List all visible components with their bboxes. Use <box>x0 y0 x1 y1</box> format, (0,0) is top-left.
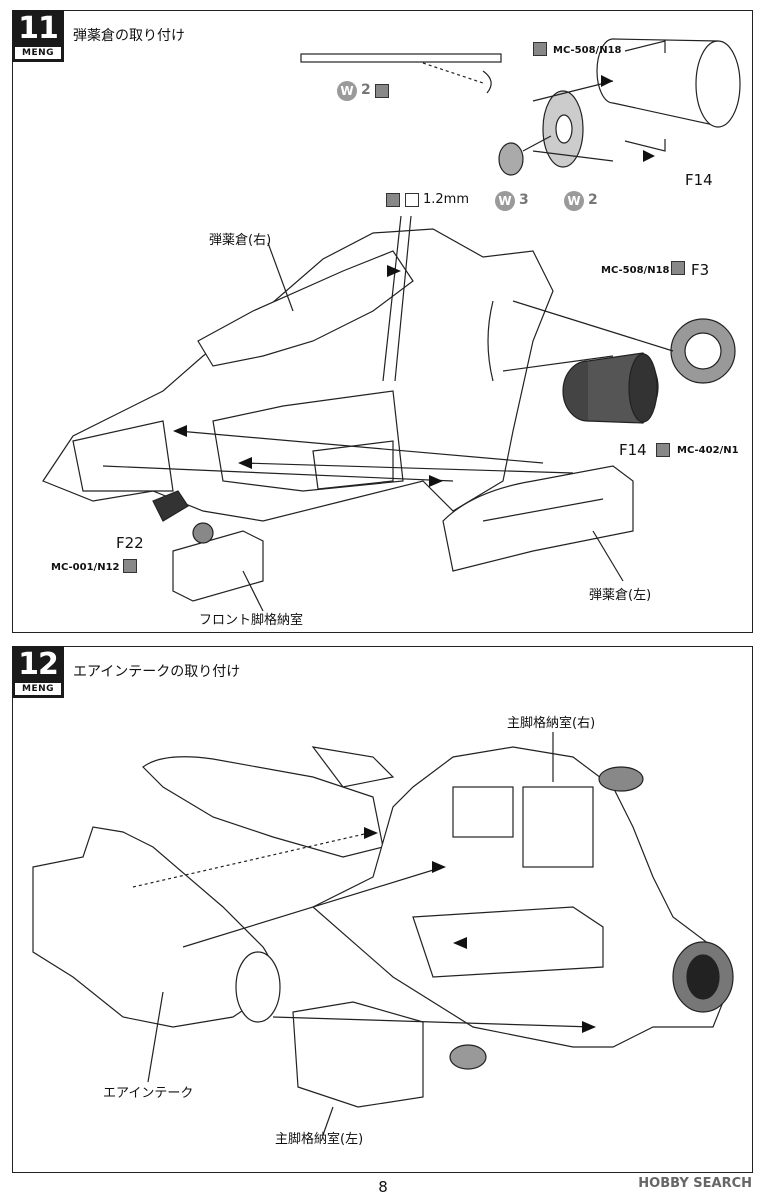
label-front-gear-bay: フロント脚格納室 <box>199 613 304 628</box>
weathering-marker: W <box>564 191 584 211</box>
label-part-f14-mid: F14 <box>619 441 647 459</box>
drill-size: 1.2mm <box>423 192 470 207</box>
weathering-number: 2 <box>588 192 598 208</box>
step-number-badge: 12 MENG <box>12 646 64 698</box>
step-12-assembly-drawing <box>32 732 734 1136</box>
weathering-marker: W <box>337 81 357 101</box>
step-11-assembly-drawing <box>42 38 741 612</box>
step-title: エアインテークの取り付け <box>73 664 241 680</box>
step-number: 11 <box>18 11 59 46</box>
step-title: 弾薬倉の取り付け <box>73 28 185 44</box>
paint-code-mc508-mid: MC-508/N18 <box>601 265 670 276</box>
boot-icon <box>375 84 389 98</box>
label-part-f22: F22 <box>116 534 144 552</box>
paint-brush-icon <box>533 42 547 56</box>
weathering-marker: W <box>495 191 515 211</box>
label-ammo-bay-right: 弾薬倉(右) <box>209 233 272 248</box>
paint-brush-icon <box>123 559 137 573</box>
step-11-panel: 11 MENG 弾薬倉の取り付け <box>12 10 753 633</box>
brand-logo: MENG <box>15 683 61 695</box>
weathering-number: 2 <box>361 82 371 98</box>
knife-icon <box>405 193 419 207</box>
step-number: 12 <box>18 647 59 682</box>
page-number: 8 <box>378 1178 388 1196</box>
label-part-f14-top: F14 <box>685 171 713 189</box>
label-main-gear-bay-right: 主脚格納室(右) <box>507 716 596 731</box>
label-ammo-bay-left: 弾薬倉(左) <box>589 588 652 603</box>
label-part-f3: F3 <box>691 261 710 279</box>
paint-code-mc508-top: MC-508/N18 <box>553 45 622 56</box>
weathering-number: 3 <box>519 192 529 208</box>
brand-logo: MENG <box>15 47 61 59</box>
paint-brush-icon <box>671 261 685 275</box>
drill-icon <box>386 193 400 207</box>
step-12-panel: 12 MENG エアインテークの取り付け <box>12 646 753 1173</box>
paint-code-mc402: MC-402/N1 <box>677 445 739 456</box>
label-air-intake: エアインテーク <box>103 1086 194 1101</box>
watermark: HOBBY SEARCH <box>638 1176 752 1191</box>
paint-brush-icon <box>656 443 670 457</box>
label-main-gear-bay-left: 主脚格納室(左) <box>275 1132 364 1147</box>
step-number-badge: 11 MENG <box>12 10 64 62</box>
paint-code-mc001: MC-001/N12 <box>51 562 120 573</box>
